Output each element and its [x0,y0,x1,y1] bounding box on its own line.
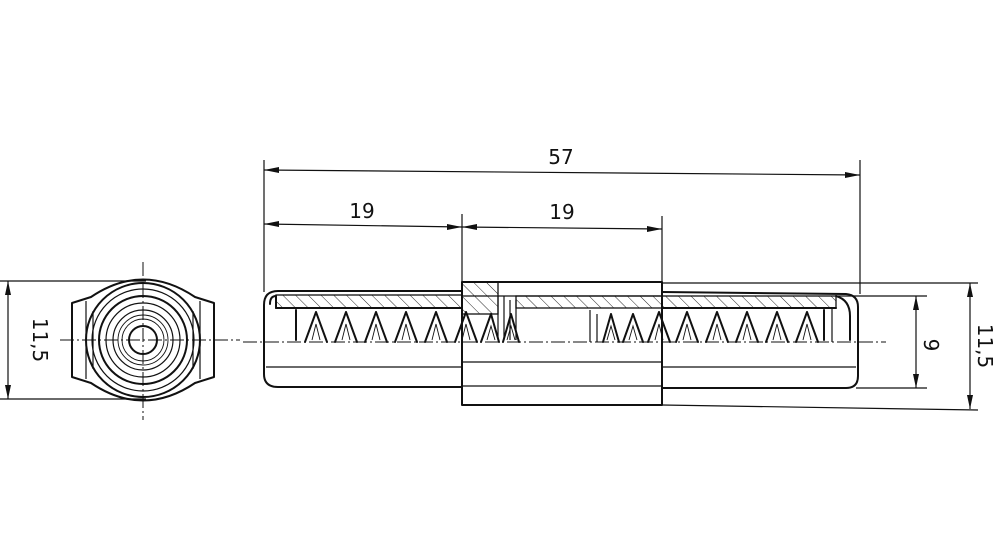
dim-left-socket: 19 [263,199,463,230]
end-view-middle-ring [98,295,188,385]
end-view [60,262,240,420]
right-socket-body [661,291,859,389]
sleeve-right-section [515,295,663,309]
right-contact-springs [602,309,825,343]
side-view [243,281,886,406]
dim-inner-height-label: 9 [919,339,943,352]
dim-inner-height: 9 [836,295,943,389]
end-view-bore [128,325,158,355]
dim-left-socket-label: 19 [349,199,374,223]
left-wall-section [275,294,463,309]
right-wall-section [661,295,837,309]
dim-left-height-label: 11,5 [28,318,52,363]
dim-center-sleeve: 19 [461,200,663,232]
end-view-outer-ring [85,282,201,398]
dim-overall-length-label: 57 [548,145,573,169]
dim-left-height: 11,5 [0,280,146,400]
left-contact-springs [295,309,520,343]
left-socket-body [263,290,463,388]
center-sleeve [461,281,663,406]
sleeve-left-section [461,281,499,315]
dim-right-height-label: 11,5 [973,324,997,369]
dim-overall-length: 57 [263,145,861,178]
dim-right-height: 11,5 [661,282,997,411]
dim-center-sleeve-label: 19 [549,200,574,224]
